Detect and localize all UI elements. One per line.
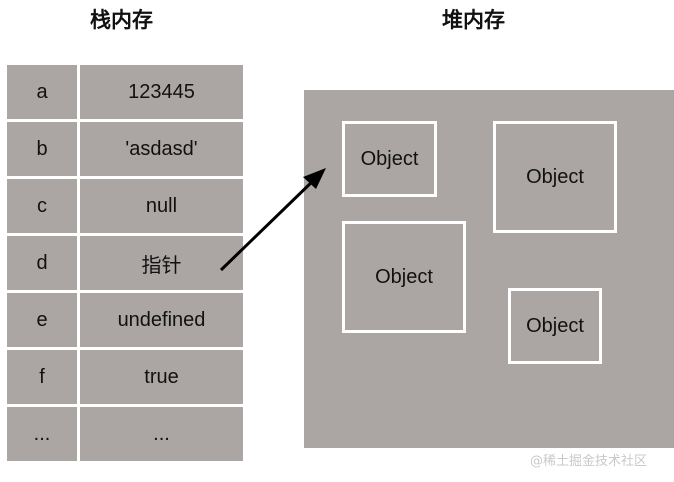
- stack-row: c null: [4, 176, 246, 236]
- stack-key: a: [4, 62, 80, 122]
- stack-value: undefined: [77, 290, 246, 350]
- stack-key: ...: [4, 404, 80, 464]
- stack-row: d 指针: [4, 233, 246, 293]
- stack-key: c: [4, 176, 80, 236]
- heap-memory-title: 堆内存: [442, 8, 505, 32]
- heap-object: Object: [342, 121, 437, 197]
- stack-value: true: [77, 347, 246, 407]
- stack-row: b 'asdasd': [4, 119, 246, 179]
- stack-value: 指针: [77, 233, 246, 293]
- stack-value: null: [77, 176, 246, 236]
- heap-object: Object: [493, 121, 617, 233]
- stack-value: ...: [77, 404, 246, 464]
- stack-table: a 123445 b 'asdasd' c null d 指针 e undefi…: [4, 62, 246, 464]
- heap-object: Object: [508, 288, 602, 364]
- stack-row: f true: [4, 347, 246, 407]
- watermark: @稀土掘金技术社区: [530, 454, 648, 469]
- heap-memory-area: Object Object Object Object: [304, 90, 674, 448]
- stack-key: e: [4, 290, 80, 350]
- stack-value: 123445: [77, 62, 246, 122]
- stack-key: b: [4, 119, 80, 179]
- heap-object: Object: [342, 221, 466, 333]
- stack-key: f: [4, 347, 80, 407]
- stack-row: ... ...: [4, 404, 246, 464]
- stack-key: d: [4, 233, 80, 293]
- stack-row: a 123445: [4, 62, 246, 122]
- stack-row: e undefined: [4, 290, 246, 350]
- stack-memory-title: 栈内存: [90, 8, 153, 32]
- stack-value: 'asdasd': [77, 119, 246, 179]
